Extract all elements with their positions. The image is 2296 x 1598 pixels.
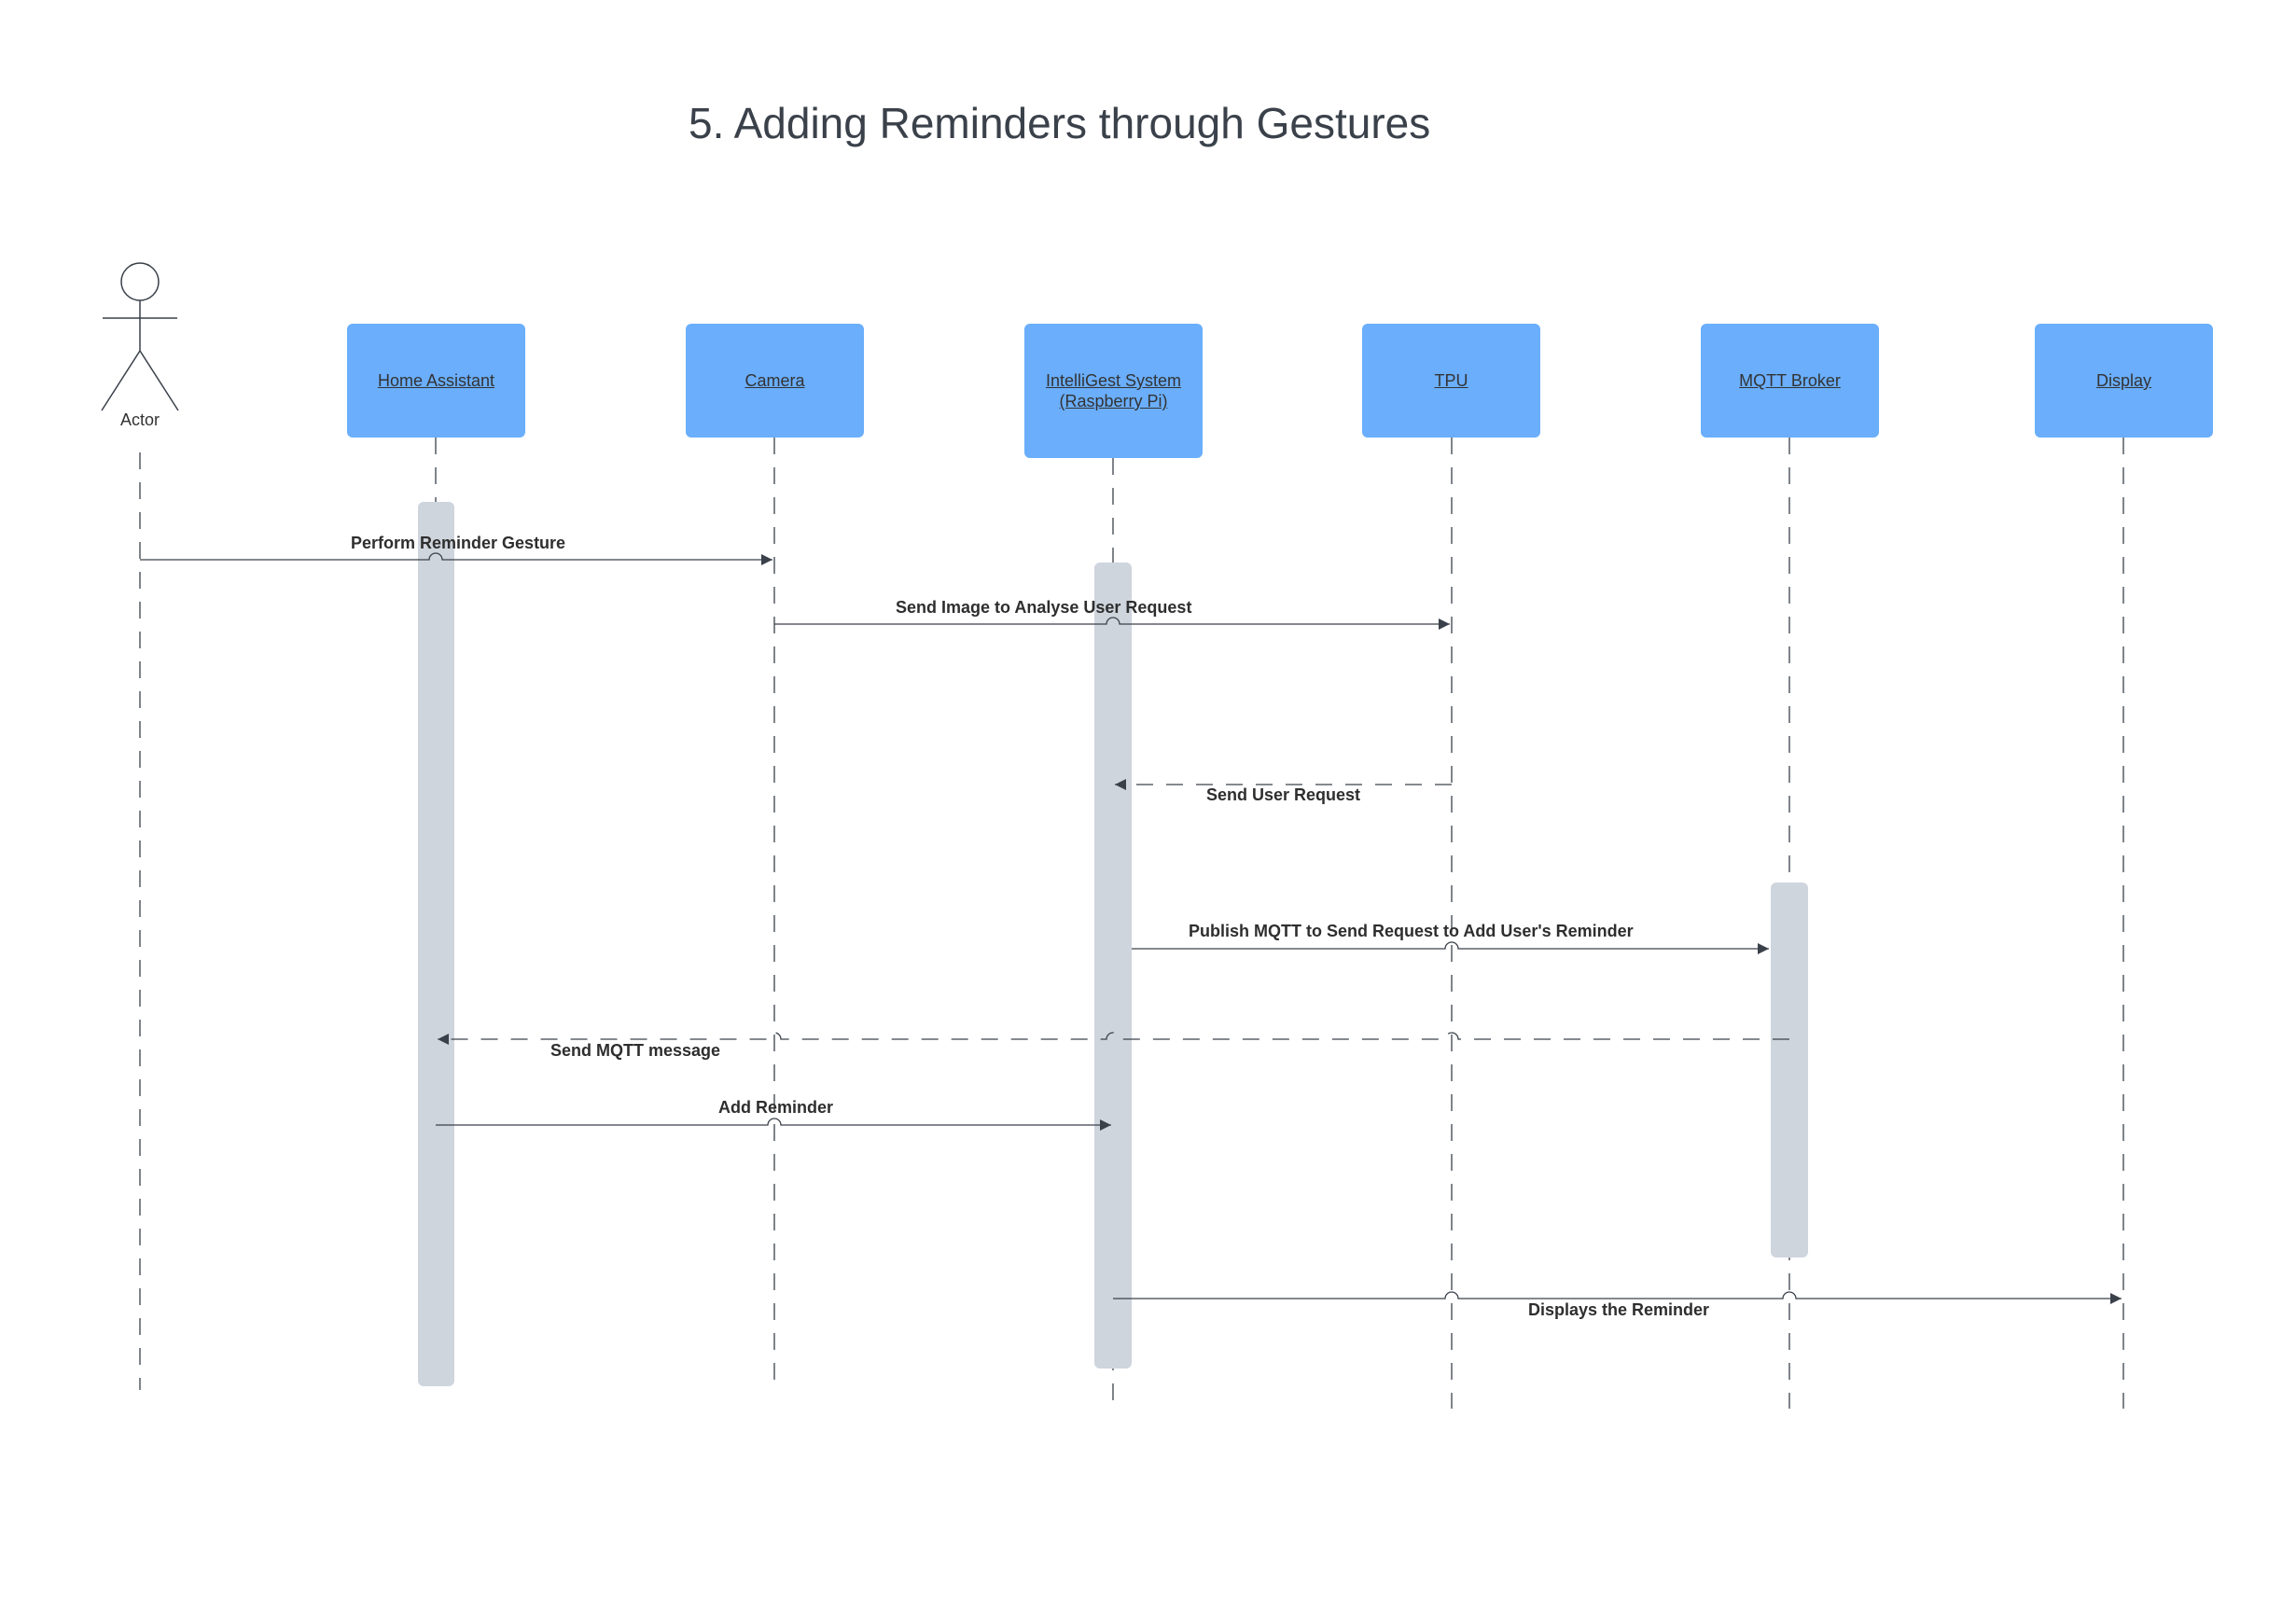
participant-label: Home Assistant xyxy=(377,371,495,390)
message-label: Send MQTT message xyxy=(550,1041,721,1060)
participant-tpu[interactable]: TPU xyxy=(1362,324,1540,438)
participant-label: TPU xyxy=(1434,371,1468,390)
message-label: Send User Request xyxy=(1206,785,1361,804)
message-arrow-publish-mqtt xyxy=(1132,941,1769,954)
message-label: Displays the Reminder xyxy=(1528,1300,1710,1319)
participant-display[interactable]: Display xyxy=(2035,324,2213,438)
activation-intelligest xyxy=(1094,563,1132,1369)
participant-camera[interactable]: Camera xyxy=(686,324,864,438)
message-label: Perform Reminder Gesture xyxy=(351,534,566,552)
message-arrow-send-image xyxy=(774,617,1450,630)
message-label: Publish MQTT to Send Request to Add User… xyxy=(1189,922,1634,940)
message-label: Add Reminder xyxy=(718,1098,834,1117)
activation-home-assistant xyxy=(418,502,454,1386)
message-arrow-displays-reminder xyxy=(1113,1291,2122,1304)
message-arrow-send-mqtt-message xyxy=(438,1032,1789,1045)
participant-label: Camera xyxy=(744,371,805,390)
participant-label: IntelliGest System (Raspberry Pi) xyxy=(1045,371,1182,410)
actor-icon xyxy=(101,262,179,411)
participant-home-assistant[interactable]: Home Assistant xyxy=(347,324,525,438)
participant-mqtt-broker[interactable]: MQTT Broker xyxy=(1701,324,1879,438)
activation-mqtt-broker xyxy=(1771,882,1808,1258)
participant-intelligest-system[interactable]: IntelliGest System (Raspberry Pi) xyxy=(1024,324,1203,458)
page-title: 5. Adding Reminders through Gestures xyxy=(689,99,1431,147)
actor-label: Actor xyxy=(120,410,160,429)
message-arrow-perform-reminder-gesture xyxy=(140,552,772,565)
message-label: Send Image to Analyse User Request xyxy=(896,598,1192,617)
participant-label: MQTT Broker xyxy=(1739,371,1841,390)
message-arrow-add-reminder xyxy=(436,1118,1111,1131)
participant-label: Display xyxy=(2095,371,2152,390)
